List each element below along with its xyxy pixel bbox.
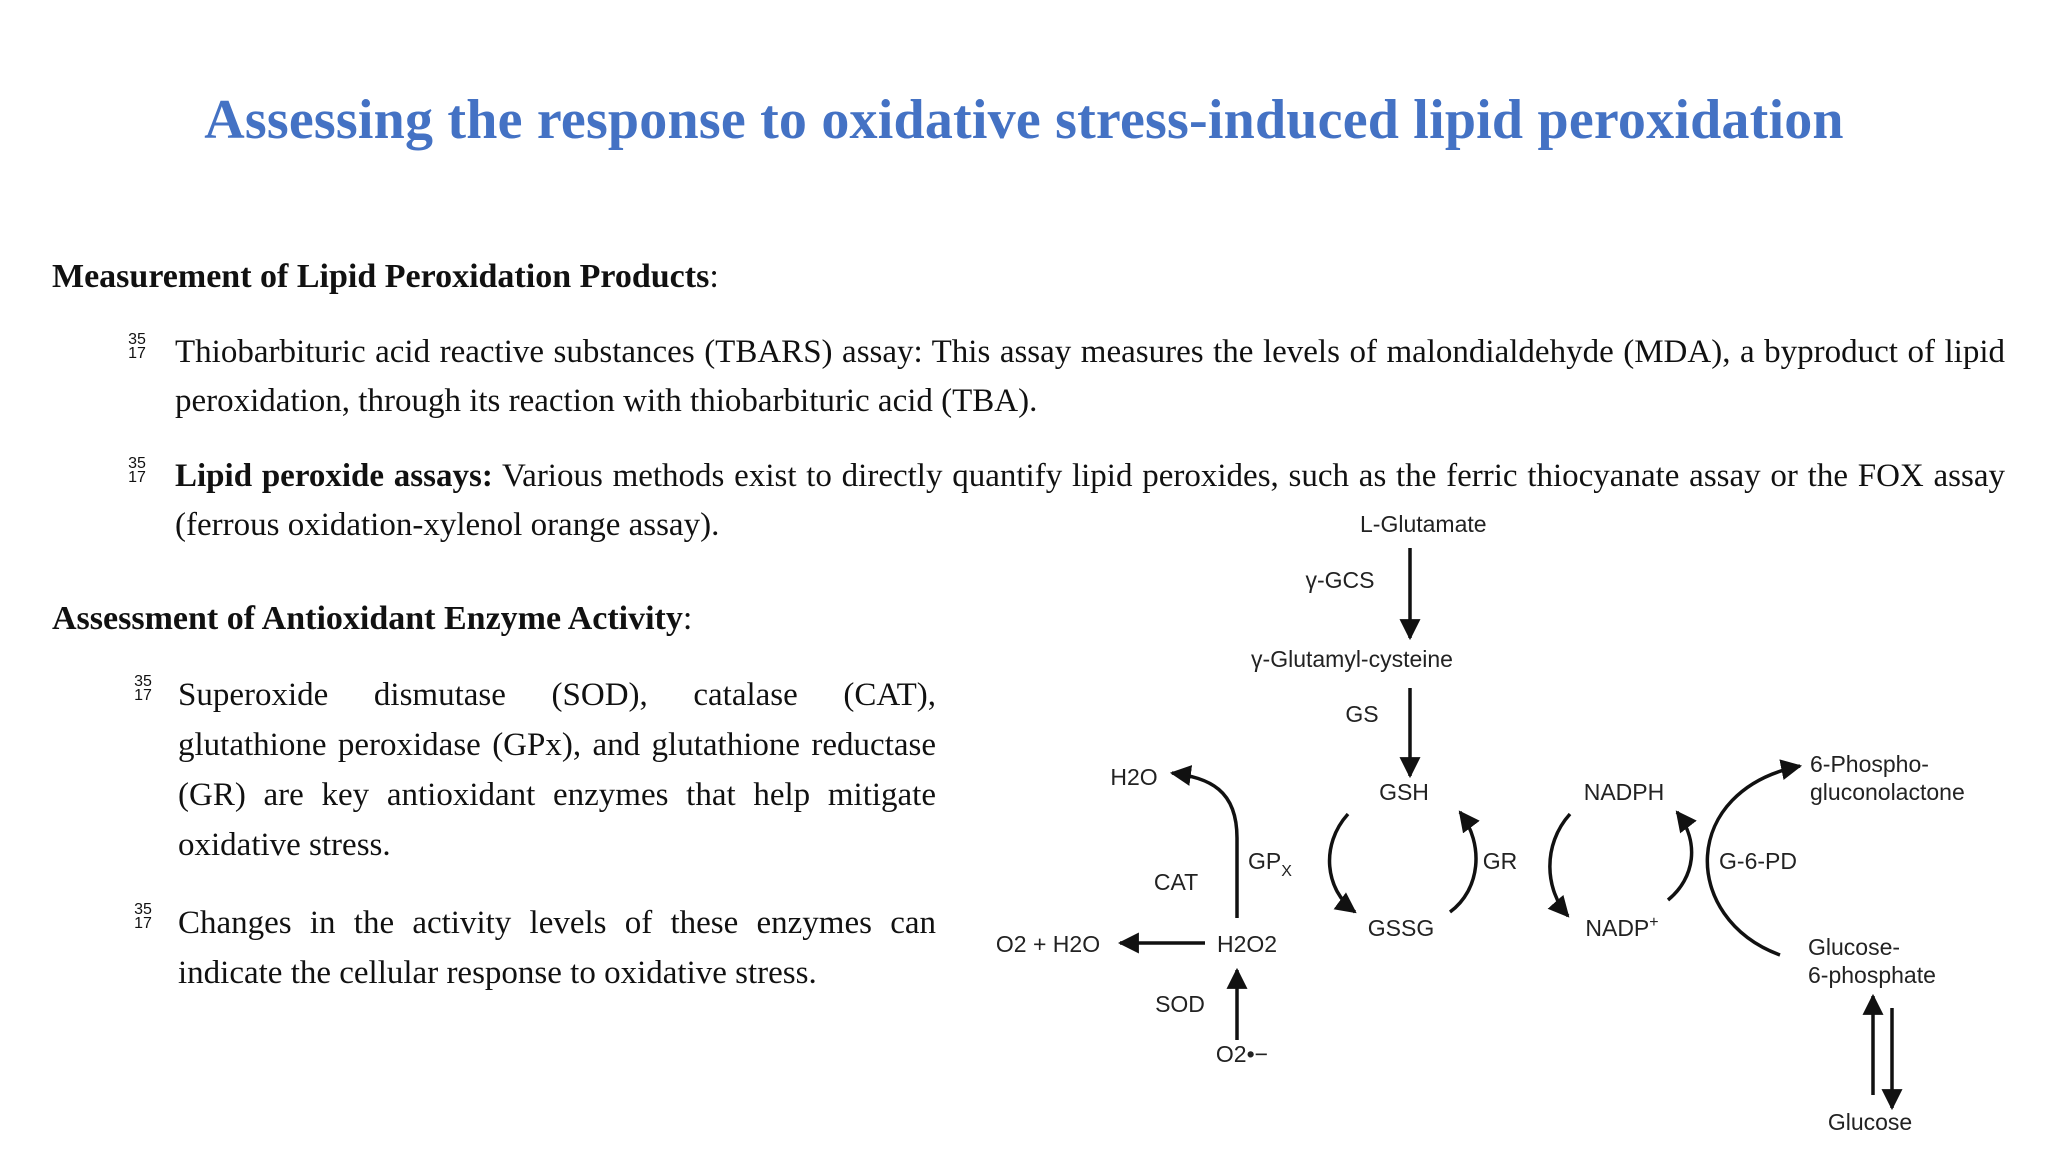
section-heading-text: Measurement of Lipid Peroxidation Produc…	[52, 258, 710, 295]
bullet-enzymes: Superoxide dismutase (SOD), catalase (CA…	[178, 677, 936, 863]
arrow-gssg-to-gsh	[1448, 810, 1480, 914]
label-h2o2: H2O2	[1217, 931, 1277, 957]
bullet-activity-changes: Changes in the activity levels of these …	[178, 905, 936, 991]
label-nadp: NADP+	[1585, 914, 1658, 941]
label-gr: GR	[1483, 848, 1518, 874]
label-h2o: H2O	[1110, 764, 1157, 790]
slide-title: Assessing the response to oxidative stre…	[204, 89, 1844, 151]
label-glutamyl-cysteine: γ-Glutamyl-cysteine	[1251, 646, 1453, 672]
section-heading-measurement: Measurement of Lipid Peroxidation Produc…	[52, 258, 719, 295]
label-cat: CAT	[1154, 869, 1198, 895]
label-o2-h2o: O2 + H2O	[996, 931, 1100, 957]
label-gamma-gcs: γ-GCS	[1306, 567, 1375, 593]
glutathione-pathway-diagram: L-Glutamate γ-GCS γ-Glutamyl-cysteine GS…	[996, 511, 1965, 1135]
arrow-nadph-to-nadp	[1547, 812, 1572, 918]
bullet-lipid-peroxide: Lipid peroxide assays: Various methods e…	[175, 458, 2006, 543]
label-superoxide: O2•−	[1216, 1041, 1268, 1067]
arrow-gsh-to-gssg	[1327, 812, 1357, 914]
arrow-nadp-to-nadph	[1666, 810, 1697, 902]
label-glucose: Glucose	[1828, 1109, 1912, 1135]
label-sod: SOD	[1155, 991, 1205, 1017]
label-l-glutamate: L-Glutamate	[1360, 511, 1487, 537]
label-gssg: GSSG	[1368, 915, 1434, 941]
label-g6pd: G-6-PD	[1719, 848, 1797, 874]
arrow-g6pd	[1705, 759, 1803, 957]
arrow-gpx-h2o	[1169, 765, 1239, 918]
label-glucose-6-phosphate-2: 6-phosphate	[1808, 962, 1936, 988]
label-6-phospho: 6-Phospho-	[1810, 751, 1929, 777]
section-heading-antioxidant: Assessment of Antioxidant Enzyme Activit…	[52, 600, 693, 637]
label-gluconolactone: gluconolactone	[1810, 779, 1965, 805]
label-glucose-6-phosphate-1: Glucose-	[1808, 934, 1900, 960]
label-gsh: GSH	[1379, 779, 1429, 805]
bullet-tbars: Thiobarbituric acid reactive substances …	[175, 334, 2005, 419]
label-nadph: NADPH	[1584, 779, 1665, 805]
label-gs: GS	[1345, 701, 1378, 727]
label-gpx: GPX	[1248, 848, 1292, 880]
section-heading-text: Assessment of Antioxidant Enzyme Activit…	[52, 600, 683, 637]
